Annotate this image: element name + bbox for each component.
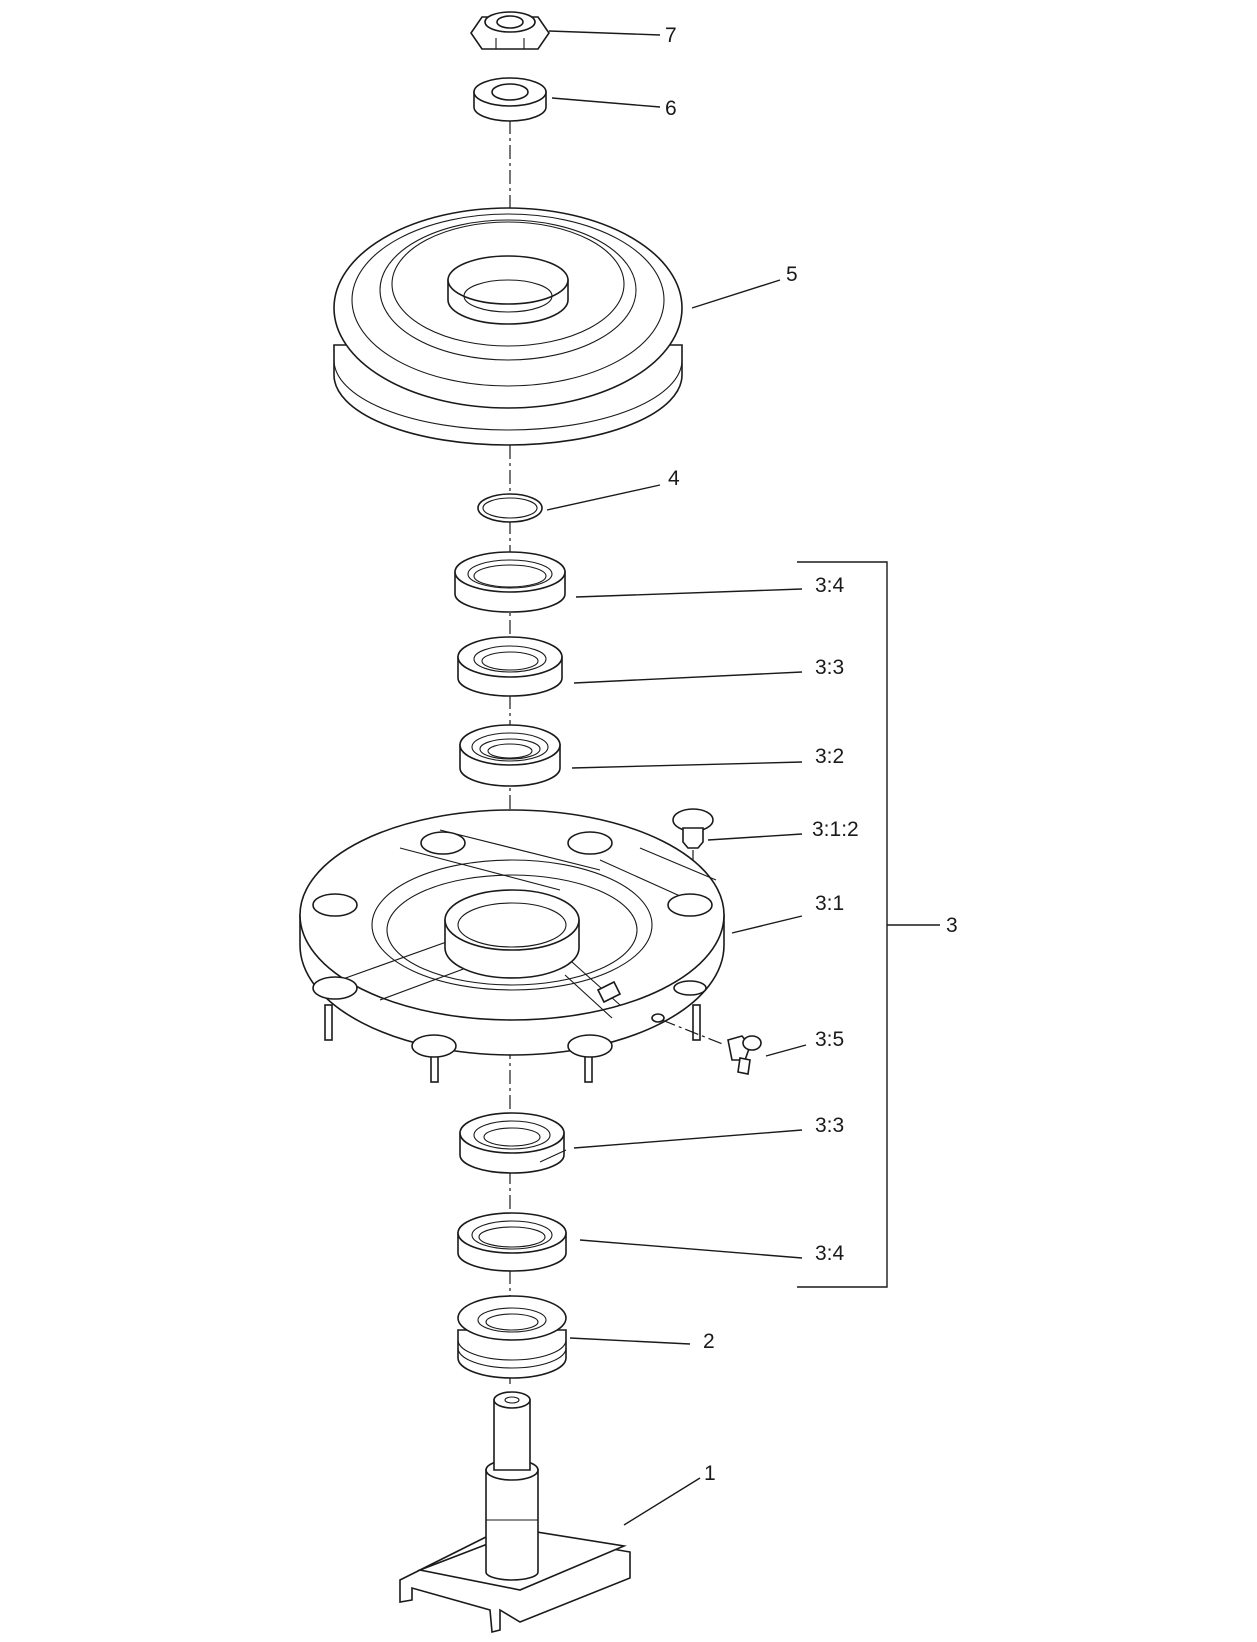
part-3-2-bearing <box>459 724 561 787</box>
part-3-4-seal-bottom <box>457 1212 567 1272</box>
callout-3: 3 <box>946 914 958 937</box>
callout-1: 1 <box>704 1462 716 1485</box>
callout-6: 6 <box>665 97 677 120</box>
part-3-1-housing <box>299 809 725 1083</box>
callout-3-3-top: 3:3 <box>815 656 844 679</box>
callout-7: 7 <box>665 24 677 47</box>
part-1-spindle <box>399 1391 631 1634</box>
part-3-4-seal-top <box>454 551 566 613</box>
callout-2: 2 <box>703 1330 715 1353</box>
part-5-pulley <box>333 207 683 446</box>
part-3-3-bearing-bottom <box>459 1112 567 1174</box>
callout-3-1: 3:1 <box>815 892 844 915</box>
callout-3-5: 3:5 <box>815 1028 844 1051</box>
callout-5: 5 <box>786 263 798 286</box>
part-6-washer <box>473 77 547 122</box>
part-4-ring <box>477 493 543 523</box>
callout-3-2: 3:2 <box>815 745 844 768</box>
callout-3-3-bottom: 3:3 <box>815 1114 844 1137</box>
leader-lines <box>546 30 940 1526</box>
callout-3-1-2: 3:1:2 <box>812 818 859 841</box>
part-3-5-grease-fitting <box>661 1019 762 1075</box>
part-7-hex-nut <box>470 11 550 50</box>
part-3-3-bearing-top <box>457 636 563 697</box>
callout-4: 4 <box>668 467 680 490</box>
callout-3-4-top: 3:4 <box>815 574 845 597</box>
callout-3-4-bottom: 3:4 <box>815 1242 845 1265</box>
part-2-spacer <box>457 1295 567 1379</box>
